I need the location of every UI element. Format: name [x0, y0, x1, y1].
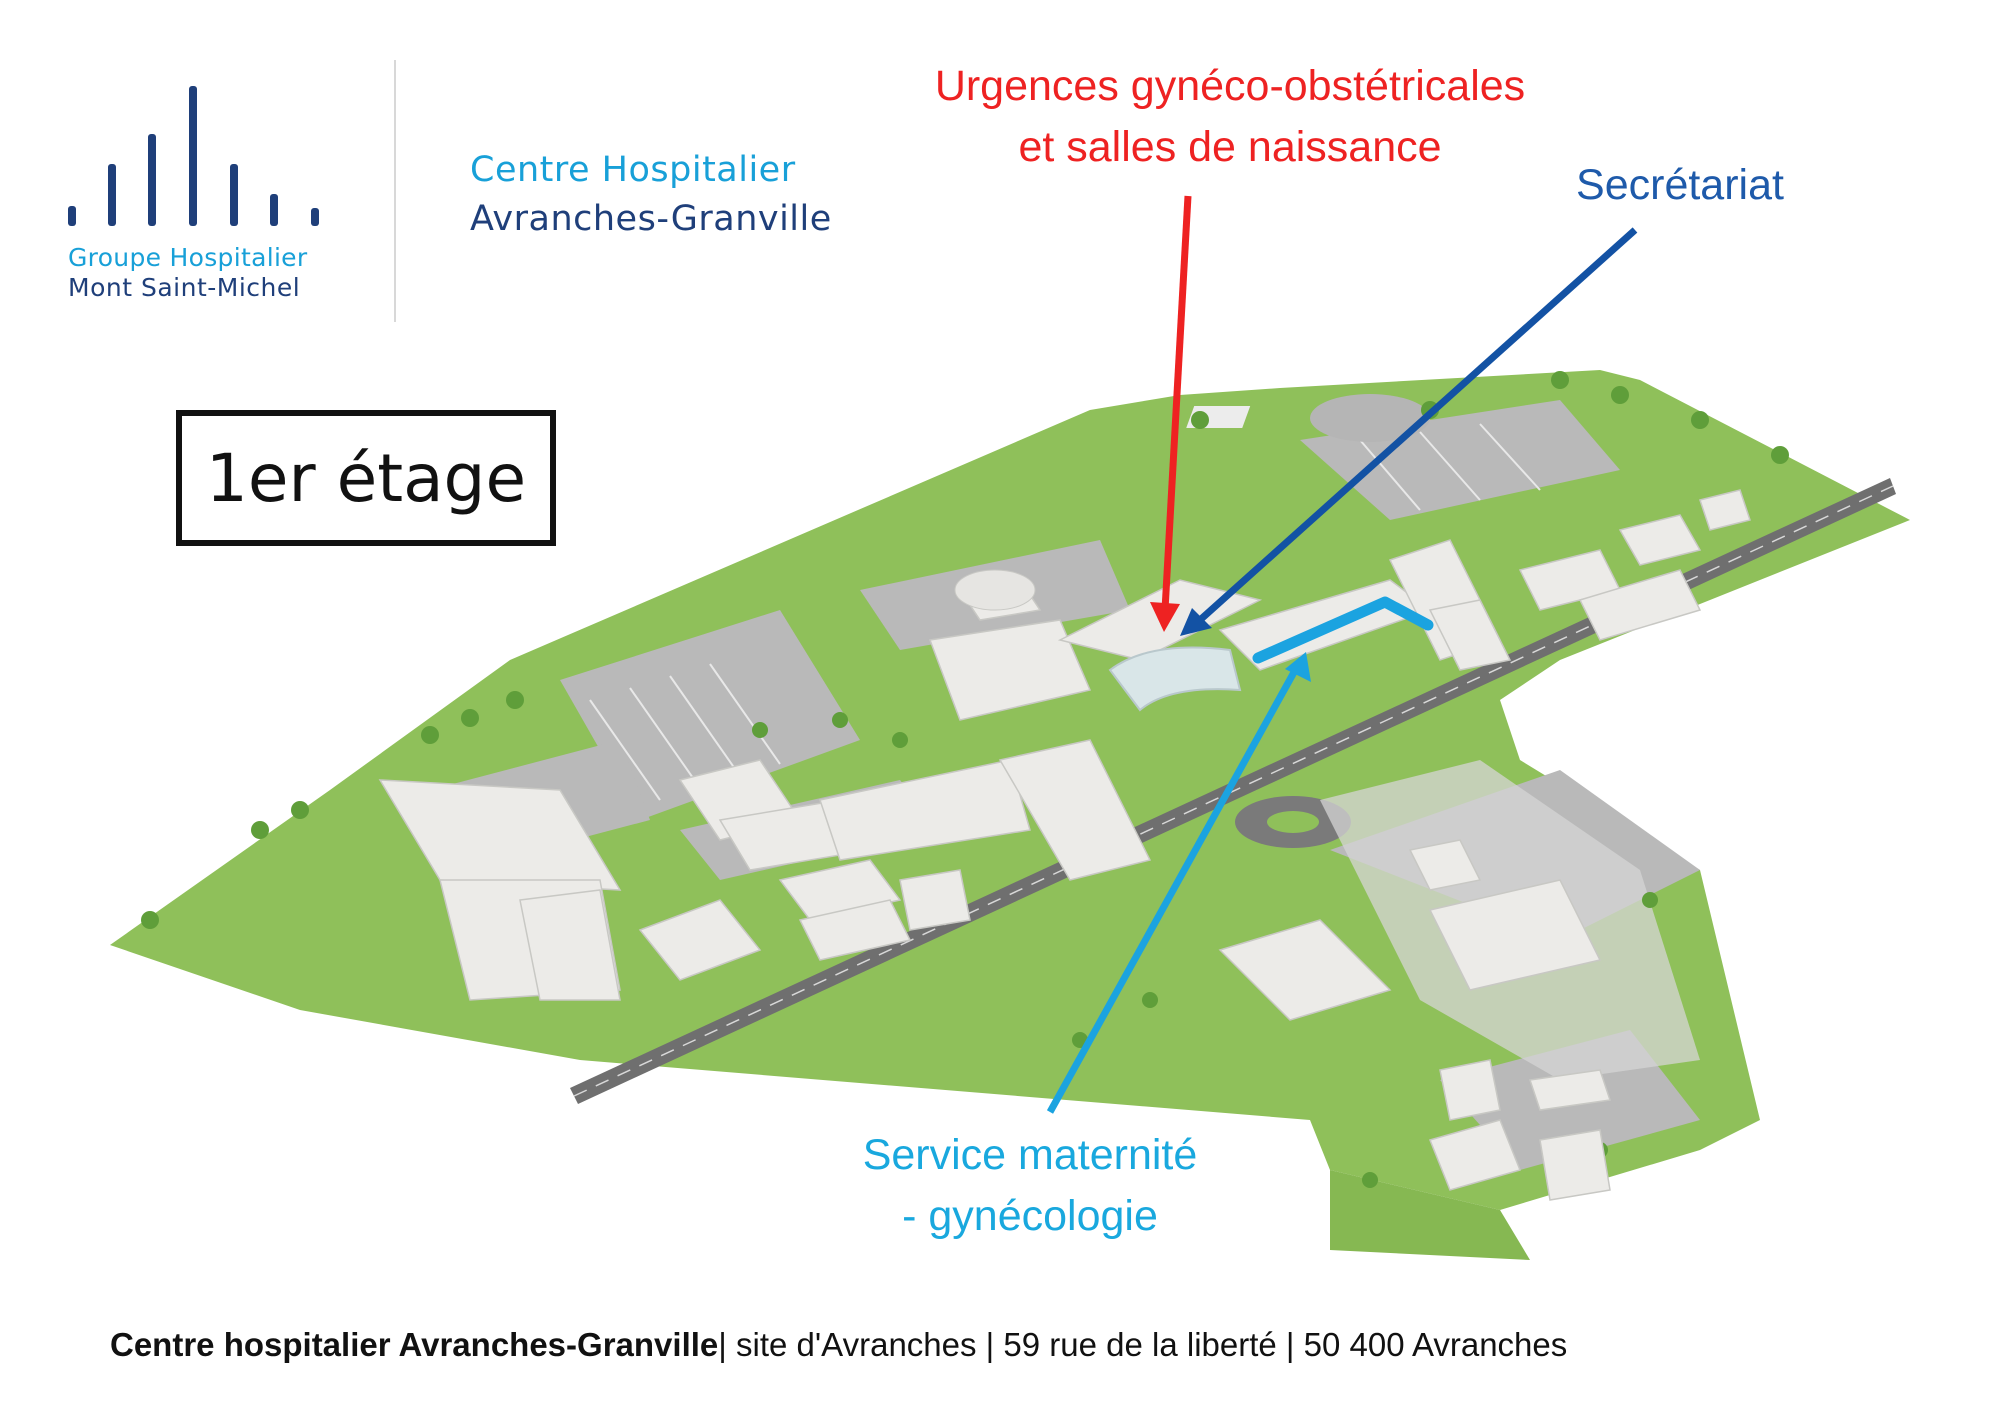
floor-indicator-box: 1er étage	[176, 410, 556, 546]
maternite-arrow	[1046, 652, 1311, 1114]
maternity-highlight	[1252, 596, 1434, 664]
logo-text-line2: Mont Saint-Michel	[68, 273, 301, 302]
footer-hospital-name: Centre hospitalier Avranches-Granville	[110, 1326, 719, 1363]
parking-lines	[589, 423, 1541, 801]
urgences-label-line1: Urgences gynéco-obstétricales	[934, 62, 1526, 110]
footer-address: Centre hospitalier Avranches-Granville| …	[110, 1326, 1960, 1364]
round-building	[954, 569, 1036, 611]
maternite-label: Service maternité - gynécologie	[780, 1125, 1280, 1247]
header-divider	[394, 60, 396, 322]
hospital-name-line2: Avranches-Granville	[470, 199, 832, 239]
floor-label: 1er étage	[205, 439, 527, 517]
urgences-arrow	[1150, 195, 1192, 632]
maternite-label-line2: - gynécologie	[902, 1192, 1158, 1240]
urgences-label-line2: et salles de naissance	[1018, 123, 1442, 171]
central-building	[1108, 646, 1242, 712]
buildings	[378, 489, 1751, 1201]
hospital-name-line1: Centre Hospitalier	[470, 150, 796, 190]
logo-text-line1: Groupe Hospitalier	[68, 243, 308, 272]
secretariat-arrow	[1180, 227, 1638, 636]
logo-bars	[68, 86, 319, 226]
urgences-label: Urgences gynéco-obstétricales et salles …	[850, 56, 1610, 178]
maternite-label-line1: Service maternité	[862, 1131, 1198, 1179]
secretariat-label: Secrétariat	[1576, 161, 1784, 209]
helipad	[1310, 394, 1430, 442]
footer-address-details: | site d'Avranches | 59 rue de la libert…	[718, 1326, 1568, 1363]
